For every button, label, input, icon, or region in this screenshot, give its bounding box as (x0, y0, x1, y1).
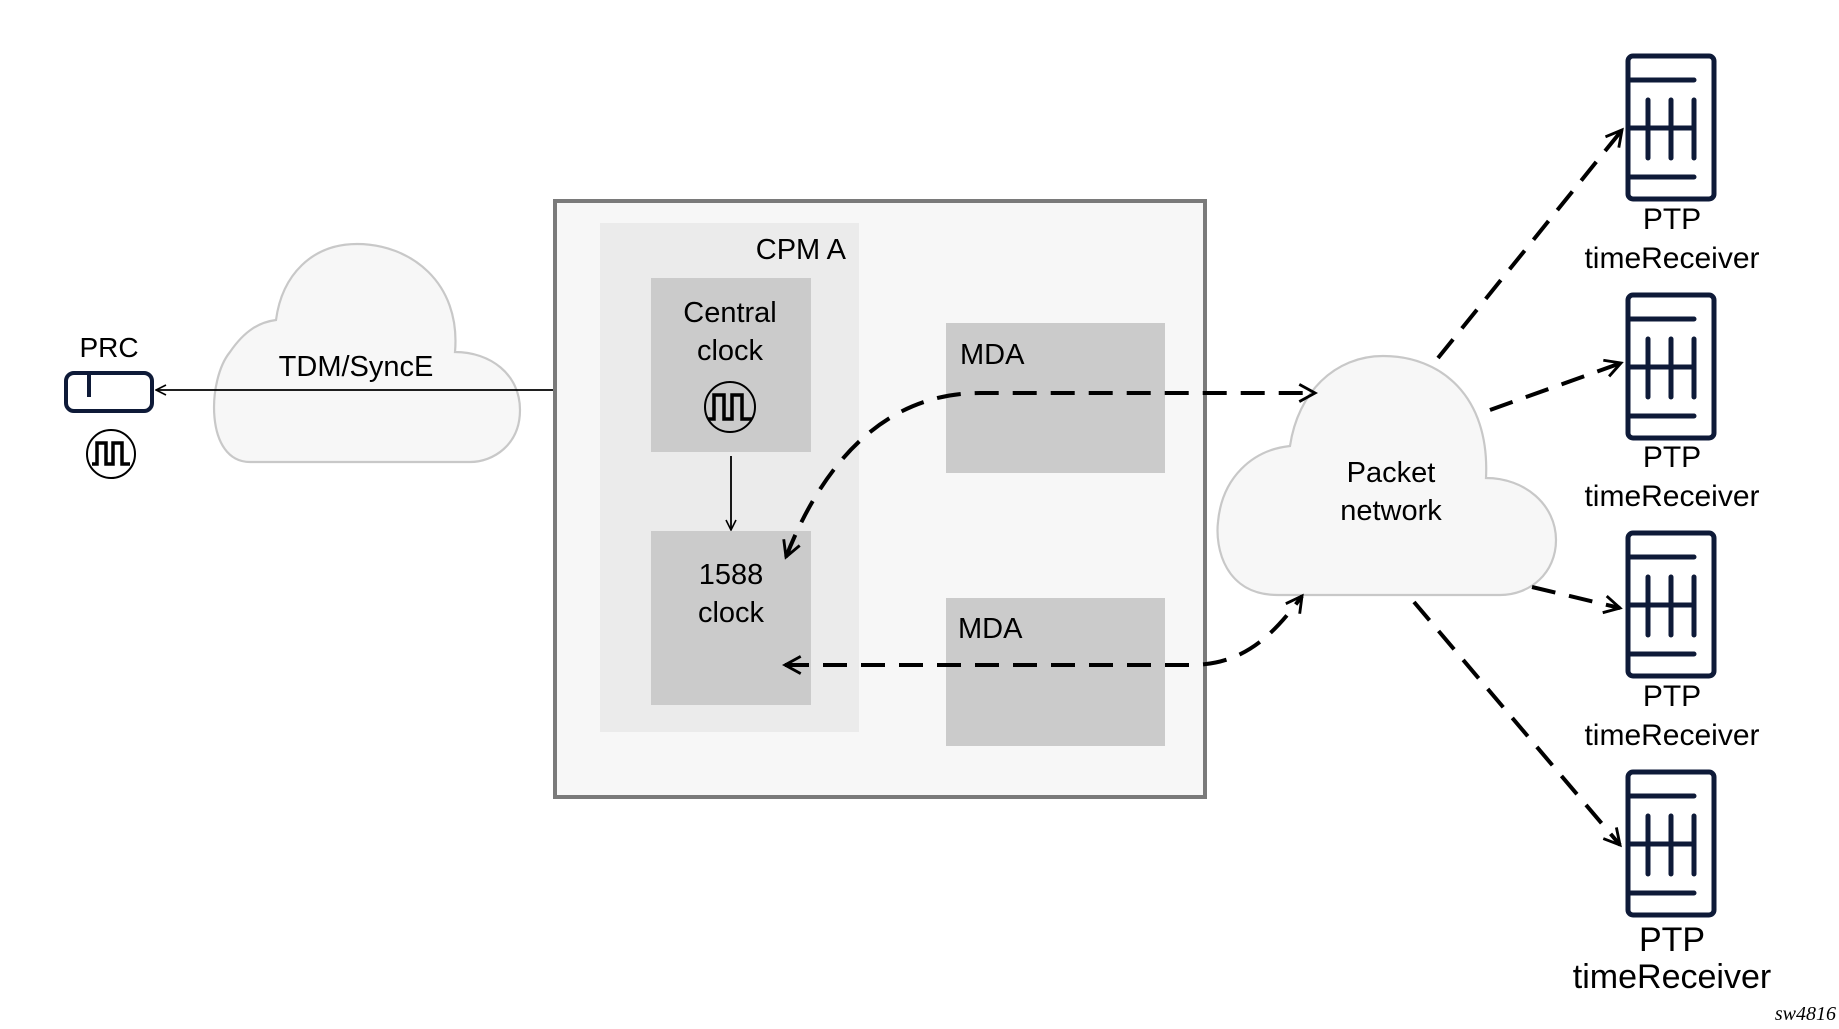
ptp-1588-clock-label-line1: 1588 (699, 559, 764, 591)
tdm-synce-label: TDM/SyncE (279, 351, 434, 383)
central-clock-module[interactable]: Central clock (651, 278, 811, 452)
ptp-1588-clock-label-line2: clock (698, 597, 765, 629)
mda-upper[interactable]: MDA (946, 323, 1165, 473)
ptp-receiver-2[interactable]: PTP timeReceiver (1584, 292, 1760, 513)
cloud-icon (213, 242, 522, 464)
packet-network-label-line1: Packet (1347, 457, 1436, 489)
square-wave-icon (704, 381, 756, 433)
ptp-receiver-label-line2: timeReceiver (1584, 719, 1759, 752)
mda-lower[interactable]: MDA (946, 598, 1165, 746)
ptp-device-icon (1625, 53, 1717, 202)
prc-node[interactable]: PRC (64, 332, 154, 479)
ptp-receivers: PTPtimeReceiverPTPtimeReceiverPTPtimeRec… (1573, 53, 1771, 996)
ptp-receiver-label-line1: PTP (1643, 441, 1701, 474)
link-1588-to-packet-upper (786, 393, 1315, 557)
mda-lower-label: MDA (958, 613, 1023, 645)
cpm-a-label: CPM A (756, 234, 847, 266)
central-clock-label-line1: Central (683, 297, 777, 329)
link-packet-to-receiver-1 (1436, 130, 1622, 360)
central-clock-label-line2: clock (697, 335, 764, 367)
ptp-receiver-label-line2: timeReceiver (1584, 480, 1759, 513)
packet-network-cloud[interactable]: Packet network (1216, 354, 1558, 597)
link-packet-to-receiver-2 (1489, 363, 1621, 412)
tdm-synce-cloud[interactable]: TDM/SyncE (213, 242, 522, 464)
link-packet-to-receiver-3 (1531, 585, 1620, 608)
ptp-receiver-3[interactable]: PTP timeReceiver (1584, 530, 1760, 752)
ptp-receiver-label-line2: timeReceiver (1584, 242, 1759, 275)
reference-clock-device-icon (64, 371, 154, 413)
ptp-device-icon (1625, 292, 1717, 441)
square-wave-icon (86, 429, 136, 479)
ptp-device-icon (1625, 769, 1717, 918)
prc-label: PRC (79, 332, 138, 363)
link-1588-to-packet-lower (785, 596, 1302, 665)
ptp-receiver-label-line1: PTP (1639, 921, 1705, 959)
ptp-receiver-label-line1: PTP (1643, 203, 1701, 236)
link-packet-to-receiver-4 (1412, 600, 1620, 845)
chassis: CPM A Central clock 1588 clock MDA MDA (553, 199, 1207, 799)
packet-network-label-line2: network (1340, 495, 1442, 527)
ptp-receiver-label-line1: PTP (1643, 680, 1701, 713)
mda-upper-label: MDA (960, 339, 1025, 371)
ptp-receiver-label-line2: timeReceiver (1573, 958, 1771, 996)
ptp-device-icon (1625, 530, 1717, 679)
figure-id: sw4816 (1775, 1003, 1836, 1025)
ptp-links (785, 130, 1622, 845)
ptp-receiver-1[interactable]: PTP timeReceiver (1584, 53, 1760, 275)
